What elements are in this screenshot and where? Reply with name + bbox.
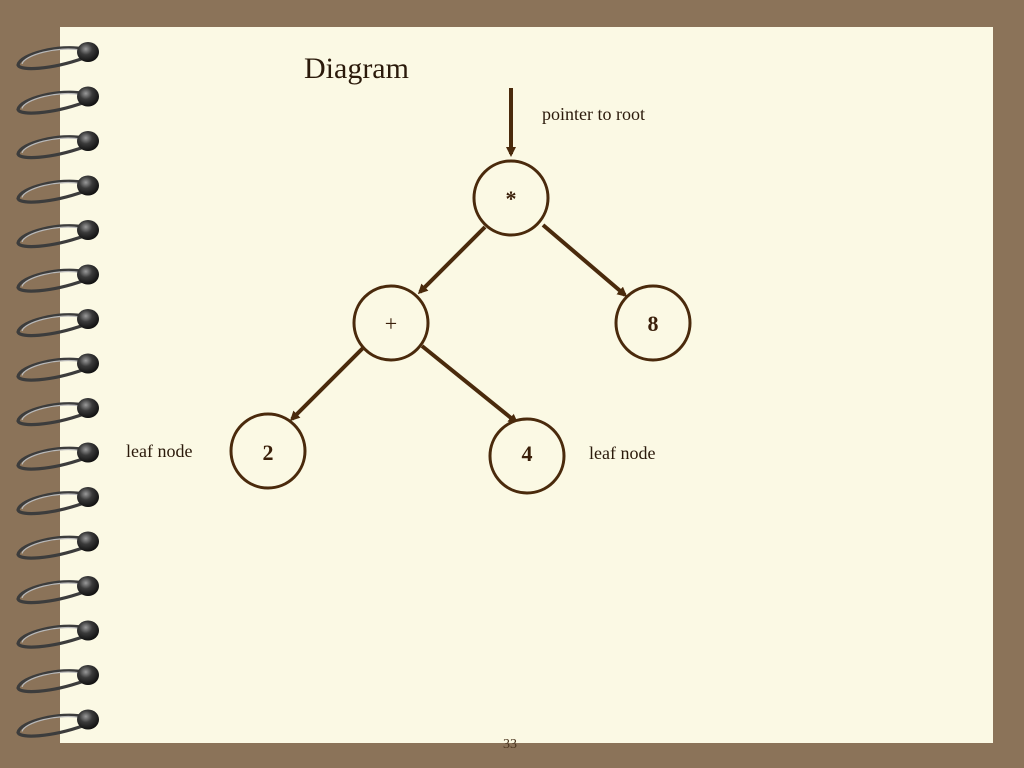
spiral-ring	[16, 531, 99, 560]
notebook-page	[60, 27, 993, 743]
spiral-ring	[16, 487, 99, 516]
spiral-ring	[16, 576, 99, 605]
node-label-4: 4	[522, 441, 533, 466]
spiral-ring	[16, 264, 99, 293]
edge-plus-to-4	[420, 344, 519, 424]
node-label-plus: +	[385, 311, 397, 336]
spiral-ring	[16, 665, 99, 694]
page-number: 33	[503, 737, 517, 752]
spiral-ring	[16, 86, 99, 115]
spiral-ring	[16, 309, 99, 338]
node-label-8: 8	[648, 311, 659, 336]
slide-title: Diagram	[304, 52, 409, 85]
leaf-node-label-right: leaf node	[589, 443, 656, 463]
spiral-ring	[16, 442, 99, 471]
spiral-ring	[16, 131, 99, 160]
spiral-ring	[16, 353, 99, 382]
tree-node-plus: +	[352, 284, 430, 362]
spiral-binding	[16, 42, 99, 738]
tree-node-root: *	[472, 159, 550, 237]
tree-node-2: 2	[229, 412, 307, 490]
root-pointer-label: pointer to root	[542, 104, 645, 124]
tree-node-4: 4	[488, 417, 566, 495]
spiral-ring	[16, 398, 99, 427]
spiral-ring	[16, 42, 99, 71]
spiral-ring	[16, 620, 99, 649]
spiral-ring	[16, 220, 99, 249]
edge-root-to-8	[541, 223, 628, 297]
node-label-2: 2	[263, 440, 274, 465]
edge-root-to-plus	[417, 225, 487, 295]
spiral-ring	[16, 175, 99, 204]
edge-plus-to-2	[289, 343, 368, 422]
spiral-ring	[16, 709, 99, 738]
leaf-node-label-left: leaf node	[126, 441, 193, 461]
node-label-root: *	[506, 186, 517, 211]
tree-node-8: 8	[614, 284, 692, 362]
